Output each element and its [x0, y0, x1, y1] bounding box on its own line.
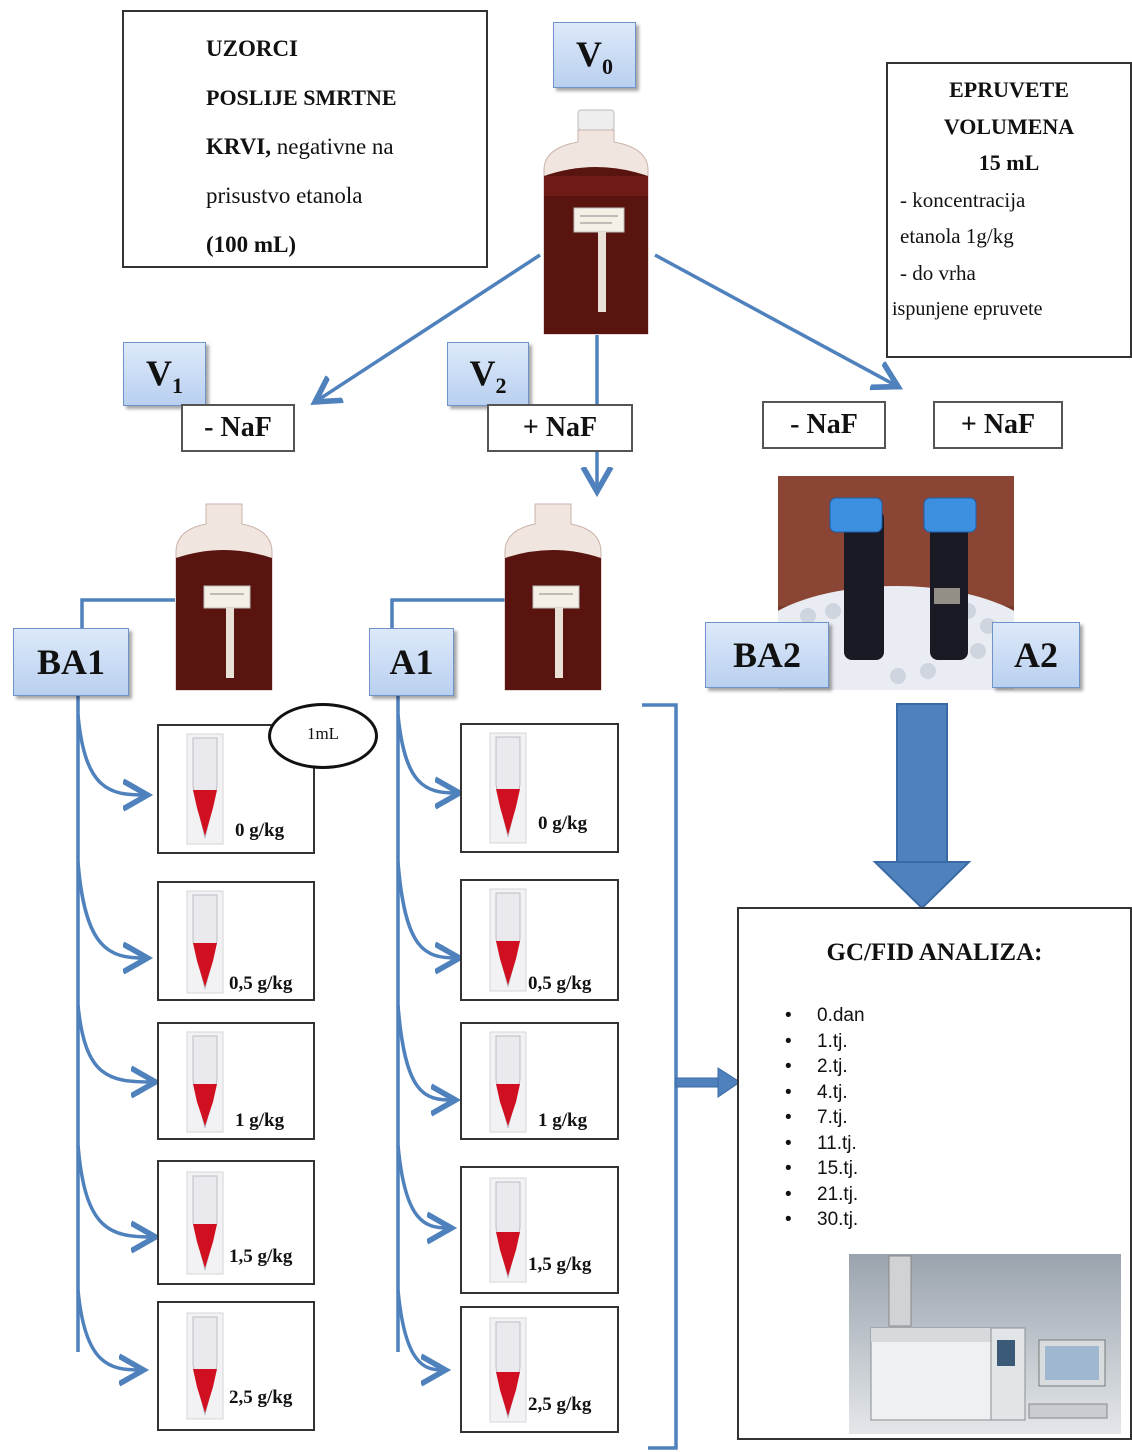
v2-text: V: [469, 353, 496, 393]
v1-subscript: 1: [172, 373, 183, 399]
a1-tube-box-2: 1 g/kg: [460, 1022, 619, 1140]
timepoint-item: 21.tj.: [785, 1182, 865, 1208]
a1-label: A1: [369, 628, 454, 696]
analysis-box: GC/FID ANALIZA: 0.dan 1.tj. 2.tj. 4.tj. …: [737, 907, 1132, 1440]
a1-tube-box-3: 1,5 g/kg: [460, 1166, 619, 1294]
volume-ellipse: 1mL: [268, 703, 378, 769]
v1-minus-naf-label: - NaF: [181, 404, 295, 452]
arrow-to-v1: [318, 253, 541, 400]
v0-text: V: [576, 34, 602, 74]
ba1-label: BA1: [13, 628, 129, 696]
a1-tube-box-0: 0 g/kg: [460, 723, 619, 853]
tube-minus-naf-label: - NaF: [762, 401, 886, 449]
samples-line-1: UZORCI: [206, 36, 299, 61]
v1-label: V1: [123, 342, 206, 406]
tube-icon: [186, 1031, 224, 1133]
v0-label: V0: [553, 22, 636, 88]
concentration-label: 1 g/kg: [538, 1110, 588, 1131]
timepoint-item: 30.tj.: [785, 1207, 865, 1233]
tubes-line-2: VOLUMENA: [943, 113, 1075, 139]
bottle-to-a1-line: [390, 598, 505, 630]
concentration-label: 2,5 g/kg: [528, 1394, 592, 1415]
ba2-label: BA2: [705, 622, 829, 688]
timepoint-item: 1.tj.: [785, 1029, 865, 1055]
tubes-photo: [778, 476, 1014, 690]
concentration-label: 0,5 g/kg: [528, 973, 592, 994]
tubes-line-7: ispunjene epruvete: [892, 298, 1043, 320]
analysis-title: GC/FID ANALIZA:: [826, 939, 1043, 966]
samples-line-3-rest: negativne na: [271, 134, 394, 159]
main-blood-bottle: [543, 109, 649, 335]
samples-line-2: POSLIJE SMRTNE: [206, 85, 397, 110]
tubes-line-4: - koncentracija: [900, 187, 1026, 212]
concentration-label: 1 g/kg: [235, 1110, 285, 1131]
tube-icon: [186, 733, 224, 845]
concentration-label: 2,5 g/kg: [229, 1387, 293, 1408]
big-down-arrow: [872, 703, 972, 910]
samples-line-5: (100 mL): [206, 232, 297, 257]
samples-line-3: KRVI, negativne na: [206, 122, 486, 171]
tubes-line-5: etanola 1g/kg: [900, 224, 1014, 248]
bottle-to-ba1-line: [80, 598, 175, 630]
timepoint-item: 0.dan: [785, 1003, 865, 1029]
v1-text: V: [146, 353, 172, 393]
tube-icon: [489, 1317, 527, 1423]
ba1-tube-box-2: 1 g/kg: [157, 1022, 315, 1140]
ba1-blood-bottle: [175, 503, 273, 691]
tube-icon: [186, 1312, 224, 1420]
analysis-timepoints-list: 0.dan 1.tj. 2.tj. 4.tj. 7.tj. 11.tj. 15.…: [785, 1003, 865, 1233]
tube-icon: [489, 1031, 527, 1133]
v2-plus-naf-label: + NaF: [487, 404, 633, 452]
tubes-line-1: EPRUVETE: [949, 77, 1069, 102]
concentration-label: 1,5 g/kg: [229, 1246, 293, 1267]
tube-plus-naf-label: + NaF: [933, 401, 1063, 449]
ba1-tube-box-4: 2,5 g/kg: [157, 1301, 315, 1431]
v0-subscript: 0: [602, 54, 613, 80]
tubes-description-box: EPRUVETE VOLUMENA 15 mL - koncentracija …: [886, 62, 1132, 358]
timepoint-item: 11.tj.: [785, 1131, 865, 1157]
v2-subscript: 2: [495, 373, 507, 399]
ba1-tube-box-3: 1,5 g/kg: [157, 1160, 315, 1285]
concentration-label: 0 g/kg: [235, 820, 285, 841]
samples-line-4: prisustvo etanola: [206, 183, 363, 208]
samples-description-box: UZORCI POSLIJE SMRTNE KRVI, negativne na…: [122, 10, 488, 268]
tubes-line-3: 15 mL: [978, 150, 1040, 175]
concentration-label: 0,5 g/kg: [229, 973, 293, 994]
tubes-line-6: - do vrha: [900, 260, 976, 285]
tube-icon: [186, 890, 224, 994]
bracket: [642, 703, 678, 1450]
timepoint-item: 4.tj.: [785, 1080, 865, 1106]
arrow-to-tubes: [654, 253, 895, 385]
concentration-label: 1,5 g/kg: [528, 1254, 592, 1275]
volume-label: 1mL: [306, 724, 340, 743]
a2-label: A2: [992, 622, 1080, 688]
tube-icon: [186, 1171, 224, 1275]
samples-line-3-bold: KRVI,: [206, 134, 272, 159]
a1-tube-box-4: 2,5 g/kg: [460, 1306, 619, 1433]
bracket-arrow: [675, 1067, 741, 1098]
concentration-label: 0 g/kg: [538, 813, 588, 834]
timepoint-item: 7.tj.: [785, 1105, 865, 1131]
timepoint-item: 15.tj.: [785, 1156, 865, 1182]
tube-icon: [489, 888, 527, 992]
gc-instrument-image: [849, 1254, 1121, 1434]
ba1-tube-box-1: 0,5 g/kg: [157, 881, 315, 1001]
a1-blood-bottle: [504, 503, 602, 691]
a1-tube-box-1: 0,5 g/kg: [460, 879, 619, 1001]
tube-icon: [489, 1177, 527, 1283]
tube-icon: [489, 732, 527, 844]
timepoint-item: 2.tj.: [785, 1054, 865, 1080]
v2-label: V2: [447, 342, 529, 406]
